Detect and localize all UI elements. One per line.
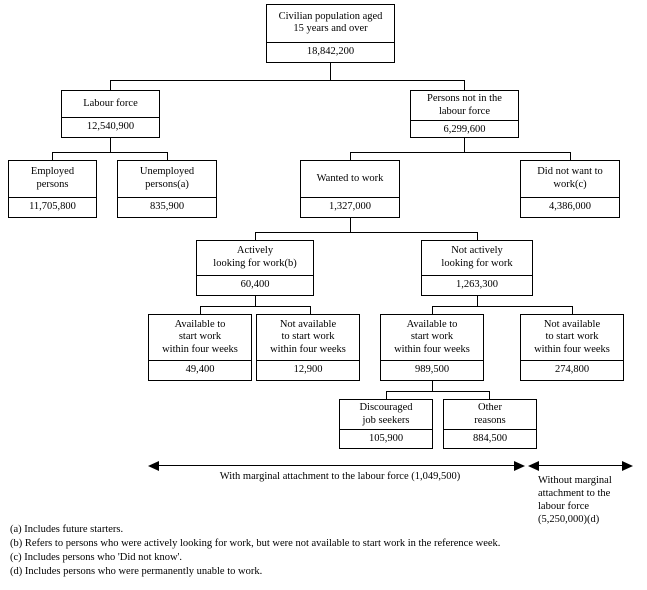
span-without-marginal-label: Without marginal attachment to the labou…: [538, 475, 612, 525]
node-label: Unemployed persons(a): [139, 166, 195, 190]
footnote-a: (a) Includes future starters.: [10, 524, 124, 535]
node-available-start-work-active[interactable]: Available to start work within four week…: [148, 314, 252, 381]
footnote-d: (d) Includes persons who were permanentl…: [10, 566, 263, 577]
node-value: 1,263,300: [422, 274, 532, 296]
node-label: Not available to start work within four …: [270, 318, 346, 355]
node-value: 1,327,000: [301, 196, 399, 218]
connector-did-not-want-up: [570, 152, 571, 160]
node-did-not-want-to-work[interactable]: Did not want to work(c) 4,386,000: [520, 160, 620, 218]
node-value: 12,900: [257, 359, 359, 381]
footnotes: (a) Includes future starters. (b) Refers…: [10, 523, 640, 579]
node-wanted-to-work[interactable]: Wanted to work 1,327,000: [300, 160, 400, 218]
connector-actively-down: [255, 296, 256, 306]
connector-notactive-children-bar: [432, 306, 572, 307]
connector-not-actively-up: [477, 232, 478, 240]
connector-unemployed-up: [167, 152, 168, 160]
connector-actively-up: [255, 232, 256, 240]
connector-notavail-active-up: [310, 306, 311, 314]
node-label: Other reasons: [474, 402, 506, 426]
connector-discouraged-up: [386, 391, 387, 399]
span-without-marginal-left-arrow: [528, 461, 539, 471]
connector-labour-force-up: [110, 80, 111, 90]
connector-avail-notactive-down: [432, 381, 433, 391]
node-label: Actively looking for work(b): [213, 245, 297, 269]
connector-civilian-down: [330, 63, 331, 80]
connector-not-in-lf-up: [464, 80, 465, 90]
node-label: Persons not in the labour force: [427, 93, 502, 117]
connector-notavail-notactive-up: [572, 306, 573, 314]
node-other-reasons[interactable]: Other reasons 884,500: [443, 399, 537, 449]
span-with-marginal-right-arrow: [514, 461, 525, 471]
node-actively-looking-for-work[interactable]: Actively looking for work(b) 60,400: [196, 240, 314, 296]
node-value: 6,299,600: [411, 120, 518, 141]
node-value: 4,386,000: [521, 196, 619, 218]
connector-level1-bar: [110, 80, 465, 81]
node-label: Discouraged job seekers: [359, 402, 413, 426]
node-value: 989,500: [381, 359, 483, 381]
span-without-marginal-right-arrow: [622, 461, 633, 471]
connector-avail-notactive-up: [432, 306, 433, 314]
node-discouraged-job-seekers[interactable]: Discouraged job seekers 105,900: [339, 399, 433, 449]
span-with-marginal-label: With marginal attachment to the labour f…: [219, 471, 461, 482]
footnote-c: (c) Includes persons who 'Did not know'.: [10, 552, 183, 563]
node-persons-not-in-labour-force[interactable]: Persons not in the labour force 6,299,60…: [410, 90, 519, 138]
node-label: Not actively looking for work: [441, 245, 513, 269]
span-without-marginal-bar: [538, 465, 630, 466]
node-value: 274,800: [521, 359, 623, 381]
node-label: Available to start work within four week…: [394, 318, 470, 355]
node-label: Employed persons: [30, 166, 75, 190]
connector-wanted-children-bar: [255, 232, 477, 233]
node-not-actively-looking-for-work[interactable]: Not actively looking for work 1,263,300: [421, 240, 533, 296]
node-value: 18,842,200: [267, 41, 394, 63]
node-value: 835,900: [118, 196, 216, 218]
node-labour-force[interactable]: Labour force 12,540,900: [61, 90, 160, 138]
connector-lf-children-bar: [52, 152, 168, 153]
node-value: 60,400: [197, 274, 313, 296]
connector-employed-up: [52, 152, 53, 160]
node-not-available-start-work-notactive[interactable]: Not available to start work within four …: [520, 314, 624, 381]
connector-avail-active-up: [200, 306, 201, 314]
node-label: Wanted to work: [316, 172, 384, 184]
node-not-available-start-work-active[interactable]: Not available to start work within four …: [256, 314, 360, 381]
connector-wanted-up: [350, 152, 351, 160]
node-unemployed-persons[interactable]: Unemployed persons(a) 835,900: [117, 160, 217, 218]
footnote-b: (b) Refers to persons who were actively …: [10, 538, 501, 549]
node-available-start-work-notactive[interactable]: Available to start work within four week…: [380, 314, 484, 381]
connector-not-in-lf-down: [464, 138, 465, 152]
connector-other-reasons-up: [489, 391, 490, 399]
node-label: Available to start work within four week…: [162, 318, 238, 355]
span-with-marginal-left-arrow: [148, 461, 159, 471]
connector-actively-children-bar: [200, 306, 310, 307]
connector-wanted-down: [350, 218, 351, 232]
node-civilian-population[interactable]: Civilian population aged 15 years and ov…: [266, 4, 395, 63]
node-employed-persons[interactable]: Employed persons 11,705,800: [8, 160, 97, 218]
node-value: 49,400: [149, 359, 251, 381]
span-with-marginal-bar: [158, 465, 522, 466]
connector-not-actively-down: [477, 296, 478, 306]
node-label: Labour force: [83, 97, 138, 109]
node-value: 12,540,900: [62, 116, 159, 138]
node-value: 105,900: [340, 429, 432, 450]
node-value: 884,500: [444, 429, 536, 450]
connector-nilf-children-bar: [350, 152, 570, 153]
node-label: Did not want to work(c): [537, 166, 603, 190]
connector-labour-force-down: [110, 138, 111, 152]
connector-reasons-bar: [386, 391, 489, 392]
node-value: 11,705,800: [9, 196, 96, 218]
node-label: Not available to start work within four …: [534, 318, 610, 355]
node-label: Civilian population aged 15 years and ov…: [278, 10, 383, 35]
